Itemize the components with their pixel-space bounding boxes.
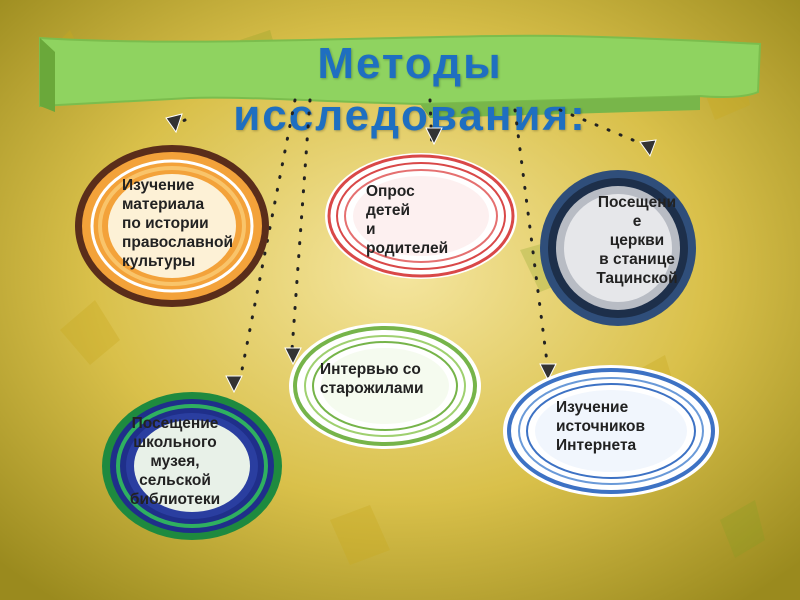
method-circle-survey [325,153,517,279]
method-circle-culture-study [75,145,269,307]
method-label-culture-study: Изучение материала по истории православн… [122,177,234,270]
method-circle-interview [289,323,481,449]
method-label-church-visit: Посещени е церкви в станице Тацинской [596,194,678,287]
method-circle-museum-visit [102,392,282,540]
method-label-museum-visit: Посещение школьного музея, сельской библ… [129,415,221,508]
method-label-internet-sources: Изучение источников Интернета [556,399,646,454]
method-label-interview: Интервью со старожилами [320,361,424,397]
page-title: Методы исследования: [233,39,587,140]
method-label-survey: Опрос детей и родителей [366,183,449,257]
method-circle-internet-sources [503,365,719,497]
title-banner [39,34,762,118]
method-circle-church-visit [540,170,696,326]
